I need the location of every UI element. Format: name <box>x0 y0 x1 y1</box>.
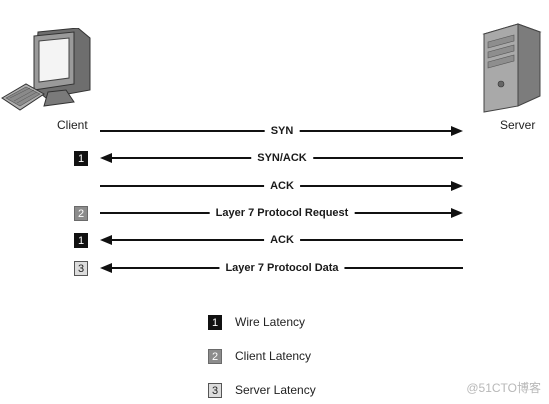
message-label-ack-2: ACK <box>264 234 300 246</box>
legend-wire-label: Wire Latency <box>235 315 306 329</box>
wire-latency-badge: 1 <box>74 151 88 166</box>
message-label-l7-data: Layer 7 Protocol Data <box>219 262 345 274</box>
tower-server-icon <box>482 23 542 113</box>
legend-client-badge: 2 <box>208 349 222 364</box>
client-latency-badge: 2 <box>74 206 88 221</box>
wire-latency-badge: 1 <box>74 233 88 248</box>
desktop-computer-icon <box>1 28 91 111</box>
watermark: @51CTO博客 <box>466 381 541 395</box>
message-label-syn-ack: SYN/ACK <box>251 152 313 164</box>
server-latency-badge: 3 <box>74 261 88 276</box>
legend-server-label: Server Latency <box>235 383 316 397</box>
message-label-l7-request: Layer 7 Protocol Request <box>209 207 355 219</box>
legend-wire-badge: 1 <box>208 315 222 330</box>
legend-client-label: Client Latency <box>235 349 312 363</box>
client-label: Client <box>57 118 88 132</box>
server-label: Server <box>500 118 536 132</box>
legend-server-badge: 3 <box>208 383 222 398</box>
message-label-syn: SYN <box>264 125 300 137</box>
message-label-ack: ACK <box>264 180 300 192</box>
